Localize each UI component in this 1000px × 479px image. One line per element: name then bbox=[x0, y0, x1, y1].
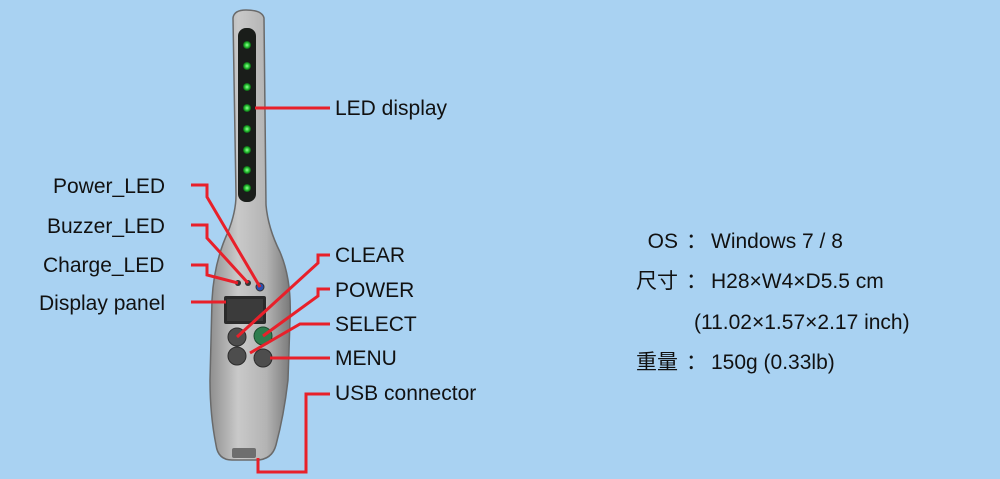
led-window bbox=[238, 28, 256, 202]
spec-os-value: Windows 7 / 8 bbox=[711, 230, 843, 253]
led-dot bbox=[243, 104, 251, 112]
menu-label: MENU bbox=[335, 347, 397, 370]
spec-size-key: 尺寸 bbox=[636, 270, 678, 293]
spec-separator: ： bbox=[686, 230, 707, 253]
usb-connector-label: USB connector bbox=[335, 382, 477, 405]
spec-weight-key: 重量 bbox=[636, 351, 678, 374]
led-dot bbox=[243, 41, 251, 49]
spec-separator: ： bbox=[686, 351, 707, 374]
spec-weight-value: 150g (0.33lb) bbox=[711, 351, 835, 374]
led-dot bbox=[243, 146, 251, 154]
usb-connector bbox=[232, 448, 256, 458]
led-dot bbox=[243, 62, 251, 70]
led-dot bbox=[243, 83, 251, 91]
led-dot bbox=[243, 166, 251, 174]
select-button[interactable] bbox=[227, 346, 247, 366]
spec-separator: ： bbox=[686, 270, 707, 293]
clear-label: CLEAR bbox=[335, 244, 406, 267]
charge-led-label: Charge_LED bbox=[43, 254, 165, 277]
select-label: SELECT bbox=[335, 313, 417, 336]
led-display-label: LED display bbox=[335, 97, 448, 120]
spec-os-key: OS bbox=[647, 230, 678, 253]
buzzer-led-label: Buzzer_LED bbox=[47, 215, 165, 238]
power-led-label: Power_LED bbox=[53, 175, 166, 198]
callout-lines bbox=[191, 106, 330, 474]
led-display bbox=[243, 41, 251, 192]
display-panel-label: Display panel bbox=[39, 292, 166, 315]
led-dot bbox=[243, 125, 251, 133]
spec-size-value: H28×W4×D5.5 cm bbox=[711, 270, 884, 293]
power-label: POWER bbox=[335, 279, 415, 302]
led-dot bbox=[243, 184, 251, 192]
spec-size-inch: (11.02×1.57×2.17 inch) bbox=[694, 311, 910, 334]
menu-button[interactable] bbox=[253, 348, 273, 368]
